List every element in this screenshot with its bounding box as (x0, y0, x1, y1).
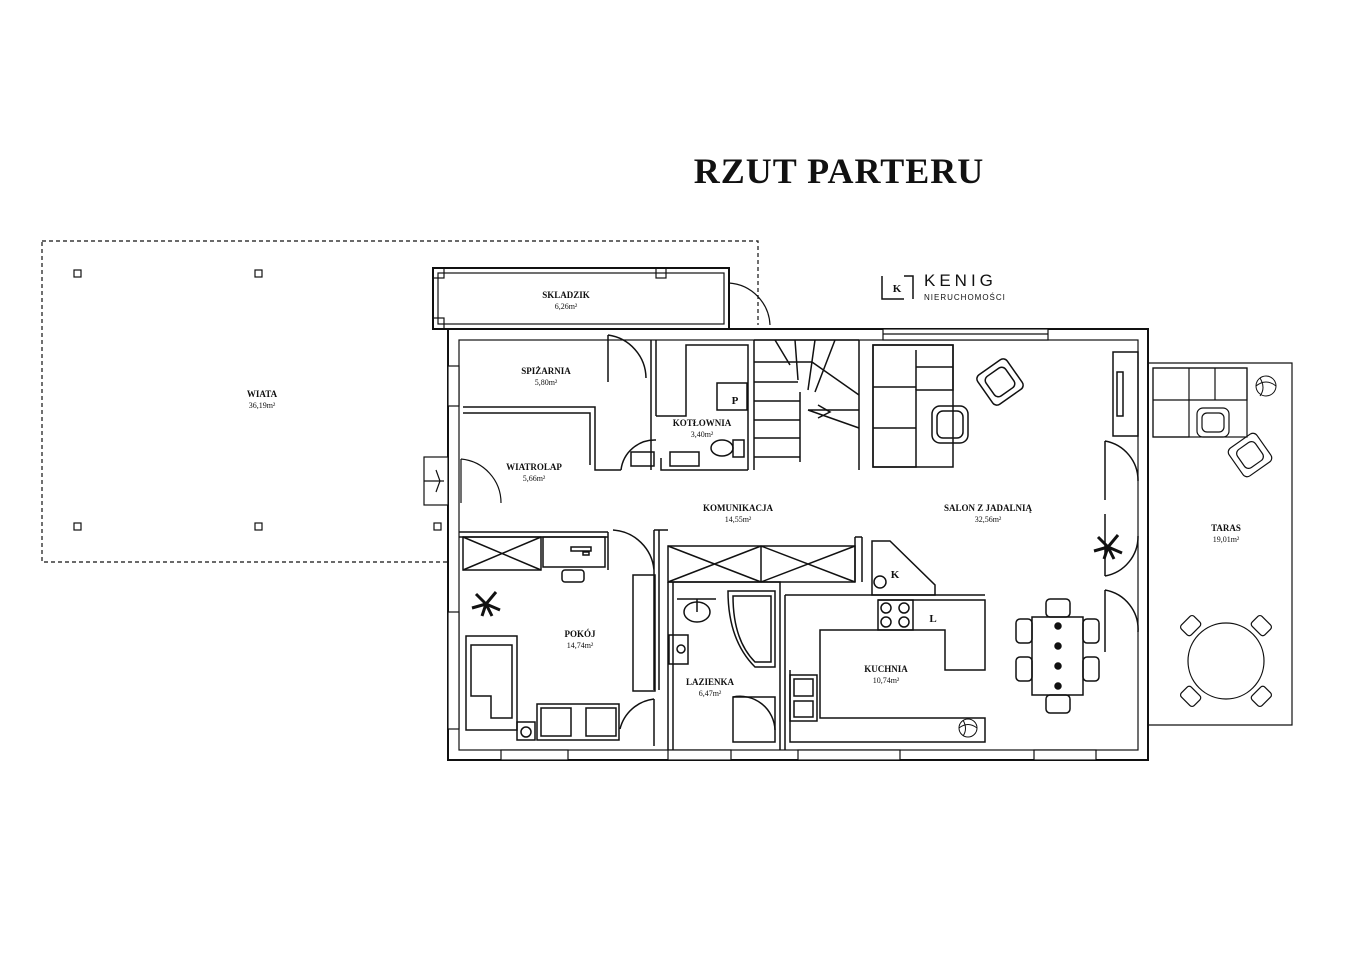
room-area-skladzik: 6,26m² (555, 302, 578, 311)
brand-logo: K KENIG NIERUCHOMOŚCI (881, 271, 1006, 302)
storage-room (432, 267, 771, 330)
room-area-wiatrolap: 5,66m² (523, 474, 546, 483)
room-area-spizarnia: 5,80m² (535, 378, 558, 387)
room-area-salon: 32,56m² (975, 515, 1002, 524)
room-name-salon: SALON Z JADALNIĄ (944, 503, 1033, 513)
room-name-kuchnia: KUCHNIA (864, 664, 908, 674)
room-name-lazienka: LAZIENKA (686, 677, 735, 687)
terrace (1148, 362, 1293, 726)
room-name-wiatrolap: WIATROLAP (506, 462, 562, 472)
brand-name: KENIG (924, 271, 997, 290)
room-name-komunikacja: KOMUNIKACJA (703, 503, 773, 513)
room-area-kotlownia: 3,40m² (691, 430, 714, 439)
room-name-skladzik: SKLADZIK (542, 290, 590, 300)
furnace-label: P (732, 395, 739, 407)
room-name-taras: TARAS (1211, 523, 1241, 533)
fridge-label: K (891, 569, 900, 581)
room-area-pokoj: 14,74m² (567, 641, 594, 650)
room-area-taras: 19,01m² (1213, 535, 1240, 544)
page-title: RZUT PARTERU (693, 151, 985, 191)
room-name-kotlownia: KOTŁOWNIA (673, 418, 732, 428)
room-area-kuchnia: 10,74m² (873, 676, 900, 685)
dishwasher-label: L (929, 613, 936, 625)
room-name-pokoj: POKÓJ (565, 629, 596, 639)
plant-icons (471, 375, 1277, 738)
brand-mark: K (893, 283, 902, 295)
room-name-wiata: WIATA (247, 389, 278, 399)
room-area-lazienka: 6,47m² (699, 689, 722, 698)
room-name-spizarnia: SPIŻARNIA (521, 366, 571, 376)
room-area-wiata: 36,19m² (249, 401, 276, 410)
brand-subtitle: NIERUCHOMOŚCI (924, 293, 1006, 302)
interior-walls (459, 334, 1139, 750)
room-area-komunikacja: 14,55m² (725, 515, 752, 524)
